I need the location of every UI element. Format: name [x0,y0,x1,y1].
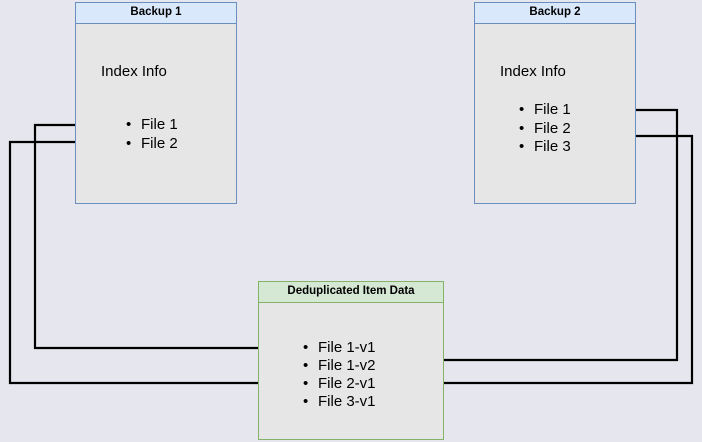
backup-1-index-label: Index Info [101,63,167,80]
backup-2-file-item[interactable]: File 2 [519,120,571,139]
backup-1-file-item[interactable]: File 2 [126,135,178,154]
backup-2-file-list: File 1 File 2 File 3 [519,101,571,157]
backup-2-box[interactable]: Backup 2 Index Info File 1 File 2 File 3 [474,2,636,204]
backup-2-title: Backup 2 [475,3,635,24]
deduplicated-item-data-box[interactable]: Deduplicated Item Data File 1-v1 File 1-… [258,281,444,440]
deduplicated-item-list: File 1-v1 File 1-v2 File 2-v1 File 3-v1 [303,339,376,411]
backup-1-title: Backup 1 [76,3,236,24]
backup-2-file-item[interactable]: File 3 [519,138,571,157]
deduplicated-item-data-title: Deduplicated Item Data [259,282,443,303]
dedup-item[interactable]: File 3-v1 [303,393,376,411]
dedup-item[interactable]: File 1-v1 [303,339,376,357]
backup-2-body: Index Info File 1 File 2 File 3 [475,24,635,203]
dedup-item[interactable]: File 2-v1 [303,375,376,393]
dedup-item[interactable]: File 1-v2 [303,357,376,375]
backup-1-box[interactable]: Backup 1 Index Info File 1 File 2 [75,2,237,204]
backup-2-index-label: Index Info [500,63,566,80]
backup-1-body: Index Info File 1 File 2 [76,24,236,203]
backup-1-file-item[interactable]: File 1 [126,116,178,135]
backup-1-file-list: File 1 File 2 [126,116,178,153]
deduplicated-item-data-body: File 1-v1 File 1-v2 File 2-v1 File 3-v1 [259,303,443,439]
backup-2-file-item[interactable]: File 1 [519,101,571,120]
